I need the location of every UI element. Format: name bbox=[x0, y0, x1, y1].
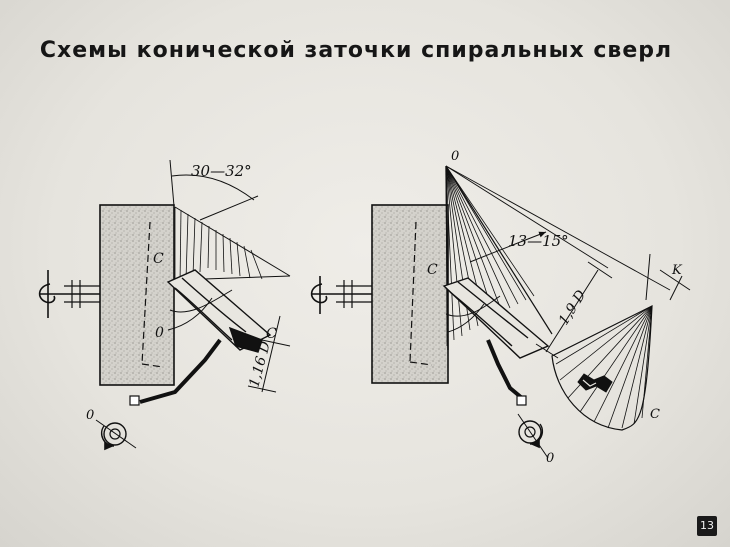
angle-label-left: 30—32° bbox=[191, 162, 252, 180]
label-c-wheel-right: C bbox=[427, 262, 438, 278]
angle-label-right: 13—15° bbox=[508, 232, 569, 250]
drill-rotation-left bbox=[103, 422, 127, 446]
dimension-line-left bbox=[261, 315, 281, 393]
label-o-rotation-right: 0 bbox=[546, 451, 554, 466]
label-c-lower-left: C bbox=[266, 326, 277, 342]
frame-number-badge: 13 bbox=[697, 516, 717, 536]
wheel-rotation-arrow-right bbox=[310, 283, 328, 304]
label-c-upper-left: C bbox=[153, 251, 164, 267]
cone-detail bbox=[551, 305, 653, 431]
wheel-dashed-edge-left bbox=[141, 221, 151, 365]
label-c-cone: C bbox=[650, 407, 660, 422]
label-k: K bbox=[671, 263, 683, 278]
drill-left bbox=[166, 269, 272, 353]
slide-title: Схемы конической заточки спиральных свер… bbox=[39, 38, 673, 63]
grinding-wheel-left bbox=[99, 204, 175, 386]
label-o-rotation-left: 0 bbox=[86, 408, 94, 423]
construction-line-upper bbox=[445, 165, 671, 291]
right-scheme bbox=[310, 165, 691, 459]
drill-holder-left bbox=[139, 338, 222, 404]
dimension-line-right bbox=[545, 269, 599, 353]
label-o-apex-right: 0 bbox=[451, 149, 459, 164]
dimension-label-right: 1,9 D bbox=[556, 287, 590, 328]
wheel-rotation-arrow-left bbox=[38, 283, 56, 304]
angle-arc-left bbox=[171, 174, 255, 201]
wheel-dashed-edge-right bbox=[409, 221, 417, 363]
label-o-mid-left: 0 bbox=[155, 325, 164, 341]
left-scheme bbox=[38, 159, 291, 451]
drill-right bbox=[442, 277, 550, 359]
angle-arc-right bbox=[469, 231, 547, 263]
cone-fan-left bbox=[174, 207, 263, 285]
drill-holder-right bbox=[486, 339, 524, 400]
